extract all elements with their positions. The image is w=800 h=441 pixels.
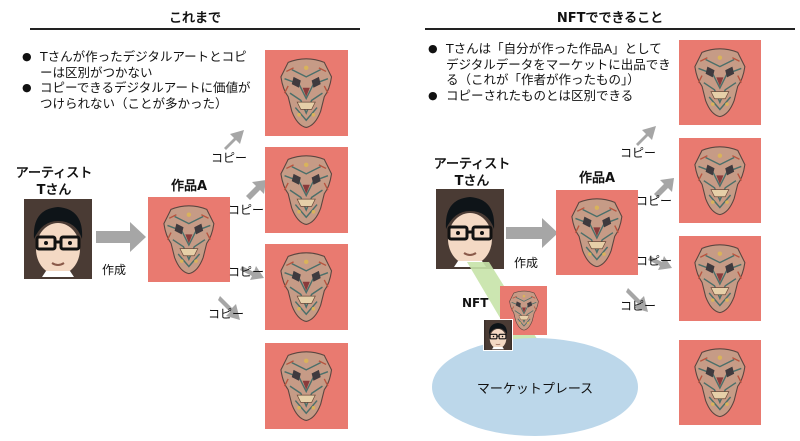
nft-label: NFT <box>462 296 489 310</box>
skull-art-icon <box>692 347 748 418</box>
right-artist-suffix: Tさん <box>454 174 490 189</box>
left-copy-arrow-1 <box>224 130 244 150</box>
skull-art-icon <box>692 47 748 118</box>
left-bullet-list: Tさんが作ったデジタルアートとコピーは区別がつかない コピーできるデジタルアート… <box>22 49 258 111</box>
left-copy-tile-4 <box>265 343 348 429</box>
right-copy-label-4: コピー <box>620 299 657 313</box>
left-copy-arrow-4 <box>218 296 240 320</box>
left-copy-arrow-2 <box>246 180 266 200</box>
left-copy-label-2: コピー <box>228 203 265 217</box>
right-copy-arrow-1 <box>636 126 656 146</box>
skull-art-icon <box>278 57 334 129</box>
right-copy-tile-1 <box>679 40 761 125</box>
left-artist-label: アーティスト Tさん <box>12 165 96 199</box>
left-artwork-label: 作品A <box>170 179 208 194</box>
right-artist-avatar <box>436 189 504 269</box>
right-copy-tile-3 <box>679 236 761 321</box>
right-title: NFTでできること <box>556 11 664 26</box>
skull-art-icon <box>569 197 625 268</box>
left-copy-label-1: コピー <box>211 151 248 165</box>
right-title-rule <box>425 28 795 30</box>
left-copy-tile-2 <box>265 147 348 233</box>
left-copy-label-3: コピー <box>228 265 265 279</box>
skull-art-icon <box>161 204 217 275</box>
skull-art-icon <box>692 145 748 216</box>
left-title: これまで <box>168 11 221 26</box>
left-copy-label-4: コピー <box>208 307 245 321</box>
skull-art-icon <box>278 350 334 422</box>
right-artwork-a <box>556 190 638 275</box>
left-title-rule <box>30 28 360 30</box>
right-copy-tile-2 <box>679 138 761 223</box>
right-copy-arrow-4 <box>626 288 648 312</box>
right-copy-label-3: コピー <box>636 254 673 268</box>
left-create-label: 作成 <box>102 263 127 277</box>
right-bullet-1: Tさんは「自分が作った作品A」としてデジタルデータをマーケットに出品できる（これ… <box>428 41 674 88</box>
left-create-arrow <box>96 222 146 252</box>
left-artist-avatar <box>24 199 92 279</box>
marketplace-label: マーケットプレース <box>476 381 594 397</box>
right-artist-label: アーティスト Tさん <box>431 156 513 190</box>
left-artwork-a <box>148 197 230 282</box>
artist-face-icon <box>24 199 92 279</box>
right-copy-tile-4 <box>679 340 761 425</box>
skull-art-icon <box>278 251 334 323</box>
right-copy-arrow-3 <box>648 256 672 270</box>
nft-artist-badge <box>483 319 513 351</box>
left-copy-tile-3 <box>265 244 348 330</box>
right-artist-name: アーティスト <box>433 157 511 172</box>
artist-face-icon <box>436 189 504 269</box>
left-copy-tile-1 <box>265 50 348 136</box>
right-bullet-2: コピーされたものとは区別できる <box>428 88 674 104</box>
right-create-label: 作成 <box>514 256 539 270</box>
skull-art-icon <box>278 154 334 226</box>
right-copy-arrow-2 <box>654 178 674 198</box>
left-copy-arrow-3 <box>240 266 264 280</box>
right-copy-label-2: コピー <box>636 194 673 208</box>
right-artwork-label: 作品A <box>578 171 616 186</box>
right-bullet-list: Tさんは「自分が作った作品A」としてデジタルデータをマーケットに出品できる（これ… <box>428 41 674 103</box>
left-bullet-2: コピーできるデジタルアートに価値がつけられない（ことが多かった） <box>22 80 258 111</box>
artist-face-icon <box>484 320 512 350</box>
skull-art-icon <box>692 243 748 314</box>
right-create-arrow <box>506 218 558 248</box>
left-artist-name: アーティスト <box>15 166 93 181</box>
right-copy-label-1: コピー <box>620 146 657 160</box>
left-artist-suffix: Tさん <box>36 183 72 198</box>
marketplace-ellipse: マーケットプレース <box>432 338 638 436</box>
left-bullet-1: Tさんが作ったデジタルアートとコピーは区別がつかない <box>22 49 258 80</box>
